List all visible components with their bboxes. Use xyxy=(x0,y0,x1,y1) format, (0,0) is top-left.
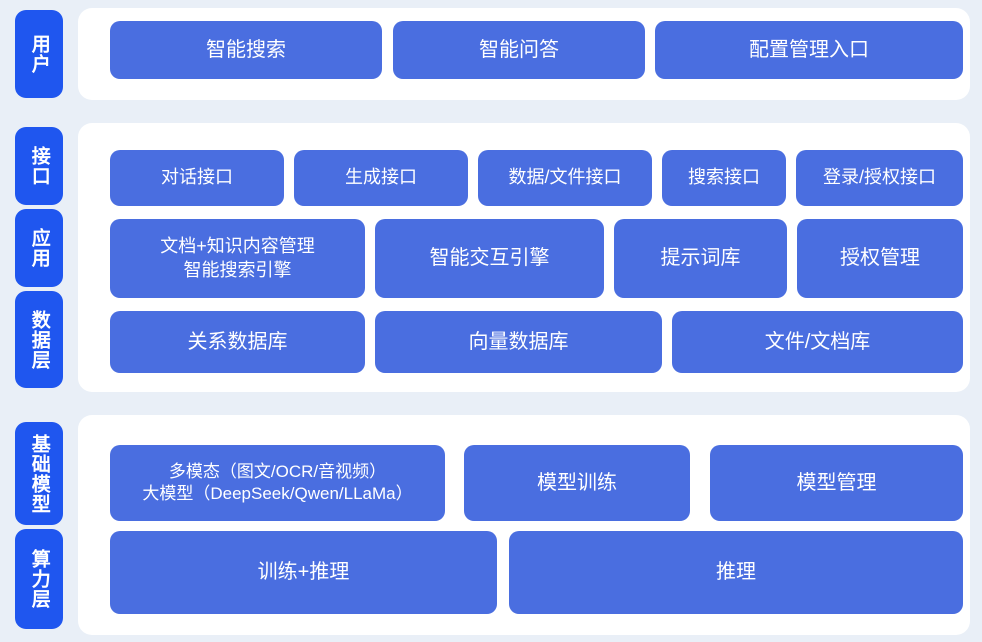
box-config-management-entry[interactable]: 配置管理入口 xyxy=(655,21,963,79)
box-training-and-inference[interactable]: 训练+推理 xyxy=(110,531,497,614)
box-prompt-library[interactable]: 提示词库 xyxy=(614,219,787,298)
section-label-interface: 接口 xyxy=(15,127,63,205)
section-label-user: 用户 xyxy=(15,10,63,98)
box-document-knowledge-management[interactable]: 文档+知识内容管理 智能搜索引擎 xyxy=(110,219,365,298)
box-login-auth-interface[interactable]: 登录/授权接口 xyxy=(796,150,963,206)
box-intelligent-search[interactable]: 智能搜索 xyxy=(110,21,382,79)
box-generation-interface[interactable]: 生成接口 xyxy=(294,150,468,206)
box-file-document-store[interactable]: 文件/文档库 xyxy=(672,311,963,373)
section-label-application: 应用 xyxy=(15,209,63,287)
box-intelligent-interaction-engine[interactable]: 智能交互引擎 xyxy=(375,219,604,298)
box-dialog-interface[interactable]: 对话接口 xyxy=(110,150,284,206)
box-inference[interactable]: 推理 xyxy=(509,531,963,614)
box-model-management[interactable]: 模型管理 xyxy=(710,445,963,521)
section-label-base-model: 基础模型 xyxy=(15,422,63,525)
section-label-compute-layer: 算力层 xyxy=(15,529,63,629)
box-search-interface[interactable]: 搜索接口 xyxy=(662,150,786,206)
box-multimodal-large-model[interactable]: 多模态（图文/OCR/音视频） 大模型（DeepSeek/Qwen/LLaMa） xyxy=(110,445,445,521)
box-model-training[interactable]: 模型训练 xyxy=(464,445,690,521)
section-label-data-layer: 数据层 xyxy=(15,291,63,388)
box-data-file-interface[interactable]: 数据/文件接口 xyxy=(478,150,652,206)
box-relational-database[interactable]: 关系数据库 xyxy=(110,311,365,373)
box-vector-database[interactable]: 向量数据库 xyxy=(375,311,662,373)
box-authorization-management[interactable]: 授权管理 xyxy=(797,219,963,298)
box-intelligent-qa[interactable]: 智能问答 xyxy=(393,21,645,79)
